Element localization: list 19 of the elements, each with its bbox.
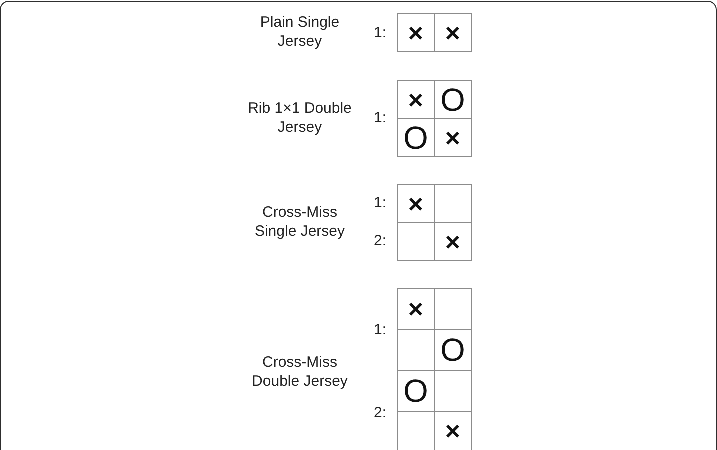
notation-cell: O	[434, 80, 472, 119]
row-number-label: 1:	[374, 110, 387, 126]
notation-cell: ×	[434, 222, 472, 261]
row-number-label: 1:	[374, 24, 387, 42]
notation-cell: ×	[397, 80, 435, 119]
notation-cell: O	[397, 118, 435, 157]
notation-cell: ×	[397, 184, 435, 223]
notation-cell: ×	[397, 13, 435, 52]
structure-name: Rib 1×1 Double Jersey	[247, 99, 353, 137]
notation-cell: ×	[397, 288, 435, 330]
notation-cell: ×	[434, 118, 472, 157]
row-number-label: 1:	[374, 194, 387, 212]
structure-name: Cross-Miss Single Jersey	[254, 203, 346, 241]
row-number-label: 1:	[374, 322, 387, 338]
structure-name: Plain Single Jersey	[259, 12, 341, 50]
row-number-label: 2:	[374, 404, 387, 422]
row-number-label: 2:	[374, 232, 387, 250]
structure-name: Cross-Miss Double Jersey	[251, 352, 349, 390]
notation-cell: ×	[434, 13, 472, 52]
